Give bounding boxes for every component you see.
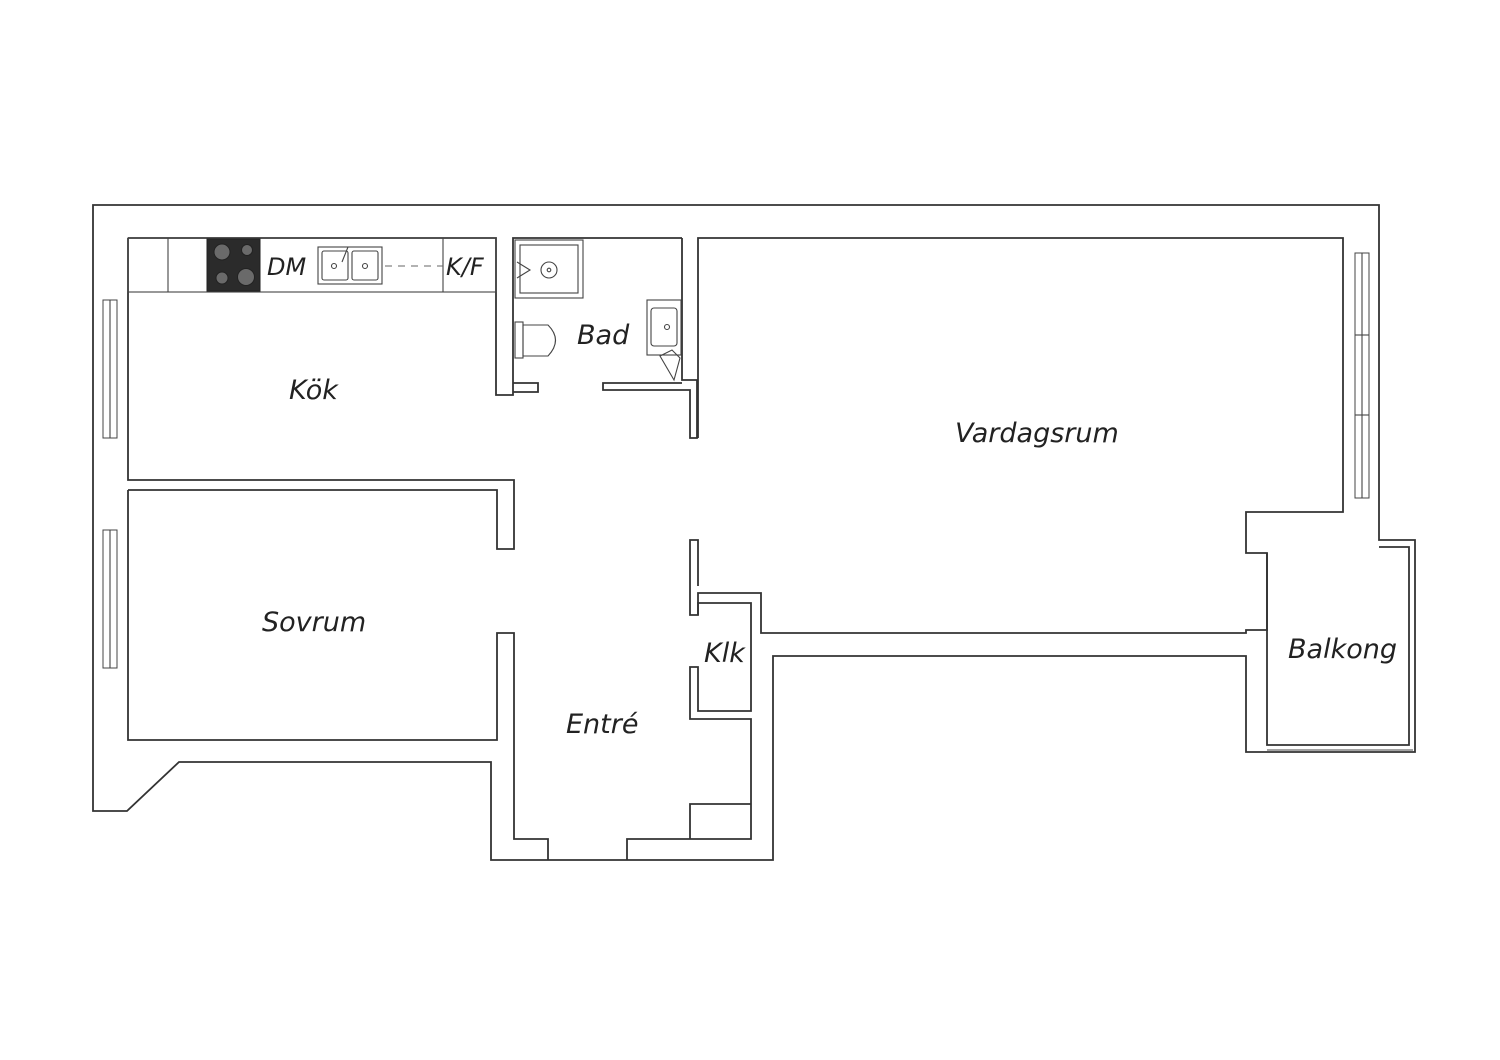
entrance-wall (626, 602, 752, 860)
room-label-entre: Entré (566, 709, 638, 740)
fridge-freezer-label: K/F (446, 253, 485, 281)
bedroom-wall (127, 490, 549, 860)
closet-shelf (689, 803, 751, 839)
washbasin-icon (646, 299, 682, 382)
balcony-inner-wall (1266, 546, 1410, 746)
room-label-vardagsrum: Vardagsrum (955, 418, 1119, 449)
room-label-klk: Klk (704, 638, 746, 669)
window-living-room (1354, 252, 1370, 499)
room-label-balkong: Balkong (1288, 634, 1397, 665)
kitchen-sink-icon (317, 246, 383, 285)
kitchen-counter (127, 237, 497, 293)
stove-icon (206, 238, 261, 292)
living-room-wall (689, 237, 1344, 634)
kitchen-lower-wall (127, 238, 515, 550)
window-kitchen (102, 299, 118, 439)
room-label-sovrum: Sovrum (262, 607, 366, 638)
outer-wall (92, 204, 1416, 861)
bathroom-wall (513, 238, 698, 439)
dishwasher-label: DM (267, 253, 306, 281)
window-bedroom (102, 529, 118, 669)
room-label-bad: Bad (577, 320, 630, 351)
toilet-icon (514, 321, 557, 359)
shower-icon (514, 239, 584, 299)
room-label-kok: Kök (289, 375, 339, 406)
